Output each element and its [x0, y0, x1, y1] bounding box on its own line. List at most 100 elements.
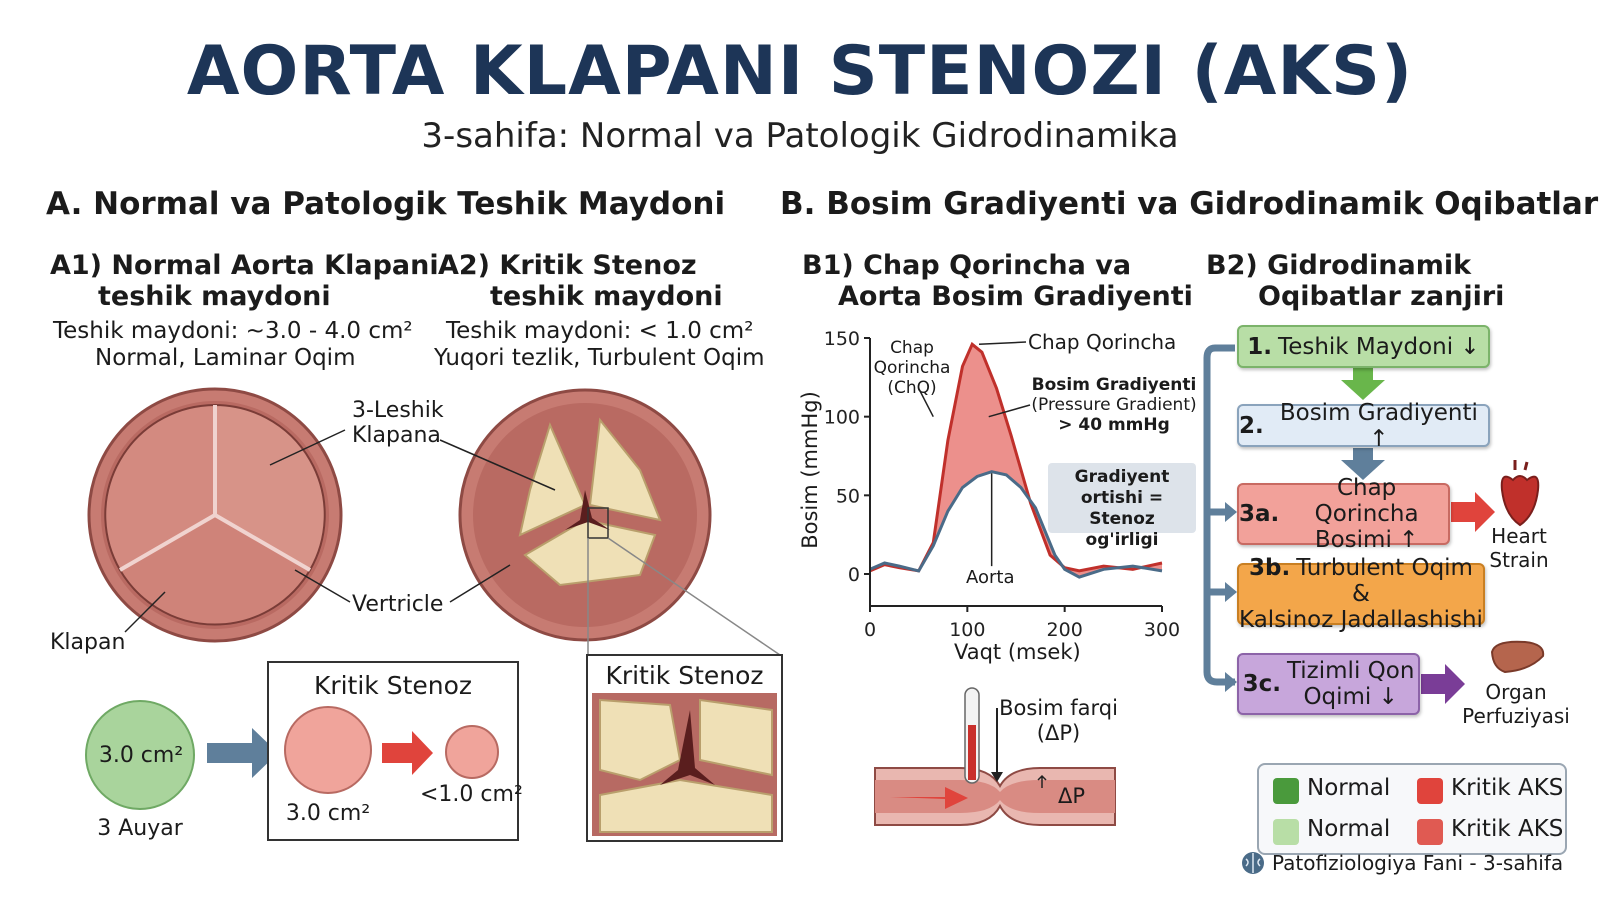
a1-area: Teshik maydoni: ~3.0 - 4.0 cm²	[53, 318, 413, 344]
label-vertricle: Vertricle	[352, 592, 444, 617]
lv-short-line1: Chap	[890, 338, 934, 358]
series-label-chap-qorincha: Chap Qorincha	[1028, 330, 1177, 354]
y-tick-label: 50	[836, 485, 860, 507]
right-arrow-icon	[1451, 492, 1495, 532]
chain-step-3c-line1: Tizimli Qon	[1286, 658, 1415, 684]
liver-icon	[1490, 640, 1545, 674]
gradient-label-line1: Bosim Gradiyenti	[1031, 375, 1197, 395]
x-tick-label: 300	[1144, 619, 1180, 641]
gradient-note-box	[1048, 463, 1196, 533]
legend-swatch-aks-dark	[1417, 778, 1443, 804]
b2-title-line2: Oqibatlar zanjiri	[1258, 281, 1505, 312]
chain-step-1-num: 1.	[1247, 333, 1273, 360]
b1-title-line1: B1) Chap Qorincha va	[802, 250, 1132, 281]
kritik-box-left-value: 3.0 cm²	[285, 801, 371, 826]
normal-area-caption: 3 Auyar	[97, 816, 183, 841]
a2-title-line1: A2) Kritik Stenoz	[438, 250, 697, 281]
x-tick-label: 100	[949, 619, 985, 641]
annotation-line	[918, 388, 934, 418]
chain-step-3b: 3b.Turbulent Oqim & Kalsinoz Jadallashis…	[1237, 555, 1485, 633]
x-tick-label: 0	[864, 619, 876, 641]
series-label-aorta: Aorta	[966, 567, 1015, 588]
a2-flow: Yuqori tezlik, Turbulent Oqim	[434, 345, 765, 371]
pressure-difference-diagram	[874, 687, 1116, 826]
right-arrow-icon	[1421, 664, 1465, 704]
valve-illustrations	[85, 387, 783, 842]
a2-title-line2: teshik maydoni	[490, 281, 723, 312]
series-line-aorta	[869, 470, 1163, 579]
organ-perfusion-line2: Perfuziyasi	[1462, 704, 1570, 728]
a1-title-line2: teshik maydoni	[98, 281, 331, 312]
arrow-icon	[207, 728, 278, 778]
chain-step-3c-line2: Oqimi ↓	[1303, 684, 1398, 710]
annotation-line	[988, 404, 1031, 418]
brain-icon	[1242, 852, 1264, 874]
b1-title-line2: Aorta Bosim Gradiyenti	[838, 281, 1193, 312]
a2-area: Teshik maydoni: < 1.0 cm²	[446, 318, 754, 344]
label-klapan: Klapan	[50, 630, 126, 655]
gradient-note-line3: og'irligi	[1085, 530, 1159, 550]
heart-strain-line2: Strain	[1489, 548, 1549, 572]
legend-label: Normal	[1307, 816, 1391, 842]
x-tick-label: 200	[1047, 619, 1083, 641]
zoom-panel-title: Kritik Stenoz	[605, 661, 764, 690]
a1-flow: Normal, Laminar Oqim	[95, 345, 356, 371]
pressure-diff-line1: Bosim farqi	[999, 696, 1118, 720]
area-circle-large	[284, 706, 372, 794]
x-axis-label: Vaqt (msek)	[954, 640, 1081, 664]
heart-icon	[1500, 460, 1540, 527]
label-leaflet-line1: 3-Leshik	[352, 398, 444, 423]
chain-step-3a-num: 3a.	[1239, 501, 1280, 527]
chain-step-3b-line1: Turbulent Oqim &	[1296, 555, 1473, 607]
pressure-diff-line2: (ΔP)	[1036, 721, 1081, 745]
y-tick-label: 150	[824, 328, 860, 350]
legend-label: Kritik AKS	[1451, 816, 1564, 842]
legend-swatch-normal-light	[1273, 819, 1299, 845]
flow-arrow-icon	[890, 787, 968, 809]
chain-step-1: 1.Teshik Maydoni ↓	[1237, 325, 1490, 368]
b2-title-line1: B2) Gidrodinamik	[1206, 250, 1472, 281]
gradient-note-line2: ortishi = Stenoz	[1080, 488, 1164, 529]
heart-strain-line1: Heart	[1491, 524, 1547, 548]
gradient-label-line3: > 40 mmHg	[1058, 415, 1170, 435]
chain-connectors	[1203, 344, 1545, 704]
lv-short-line3: (ChQ)	[887, 378, 937, 398]
section-b-title: B. Bosim Gradiyenti va Gidrodinamik Oqib…	[780, 186, 1599, 222]
chain-step-3a: 3a. Chap Qorincha Bosimi ↑	[1237, 475, 1450, 553]
chain-step-3c: 3c. Tizimli Qon Oqimi ↓	[1237, 653, 1420, 715]
area-circle-small	[445, 725, 499, 779]
lv-short-line2: Qorincha	[873, 358, 951, 378]
normal-area-value: 3.0 cm²	[98, 743, 184, 768]
legend: Normal Kritik AKS Normal Kritik AKS	[1257, 763, 1567, 855]
chain-step-2-text: Bosim Gradiyenti ↑	[1279, 399, 1478, 452]
page-subtitle: 3-sahifa: Normal va Patologik Gidrodinam…	[421, 116, 1179, 156]
gradient-label-line2: (Pressure Gradient)	[1031, 395, 1197, 415]
legend-swatch-normal-dark	[1273, 778, 1299, 804]
kritik-box-right-value: <1.0 cm²	[420, 782, 523, 807]
legend-swatch-aks-light	[1417, 819, 1443, 845]
gradient-note-line1: Gradiyent	[1074, 467, 1170, 487]
chain-step-3c-num: 3c.	[1242, 671, 1281, 697]
legend-label: Normal	[1307, 775, 1391, 801]
down-arrow-icon	[1341, 448, 1385, 480]
arrow-icon	[382, 731, 433, 775]
down-arrow-icon	[1341, 368, 1385, 400]
section-a-title: A. Normal va Patologik Teshik Maydoni	[46, 186, 726, 222]
label-leaflet-line2: Klapana	[352, 423, 441, 448]
legend-label: Kritik AKS	[1451, 775, 1564, 801]
chain-step-1-text: Teshik Maydoni ↓	[1278, 333, 1480, 360]
chain-step-2: 2. Bosim Gradiyenti ↑	[1237, 400, 1490, 452]
annotation-line	[978, 341, 1027, 346]
chain-step-2-num: 2.	[1239, 412, 1264, 439]
y-axis-label: Bosim (mmHg)	[798, 391, 822, 549]
chain-step-3b-num: 3b.	[1249, 555, 1291, 581]
a1-title-line1: A1) Normal Aorta Klapani	[50, 250, 439, 281]
organ-perfusion-line1: Organ	[1485, 680, 1547, 704]
chain-step-3a-line1: Chap Qorincha	[1314, 475, 1419, 527]
normal-valve-illustration	[87, 387, 343, 643]
y-tick-label: 100	[824, 407, 860, 429]
kritik-box-title: Kritik Stenoz	[313, 671, 473, 700]
chain-step-3b-line2: Kalsinoz Jadallashishi	[1239, 607, 1483, 633]
